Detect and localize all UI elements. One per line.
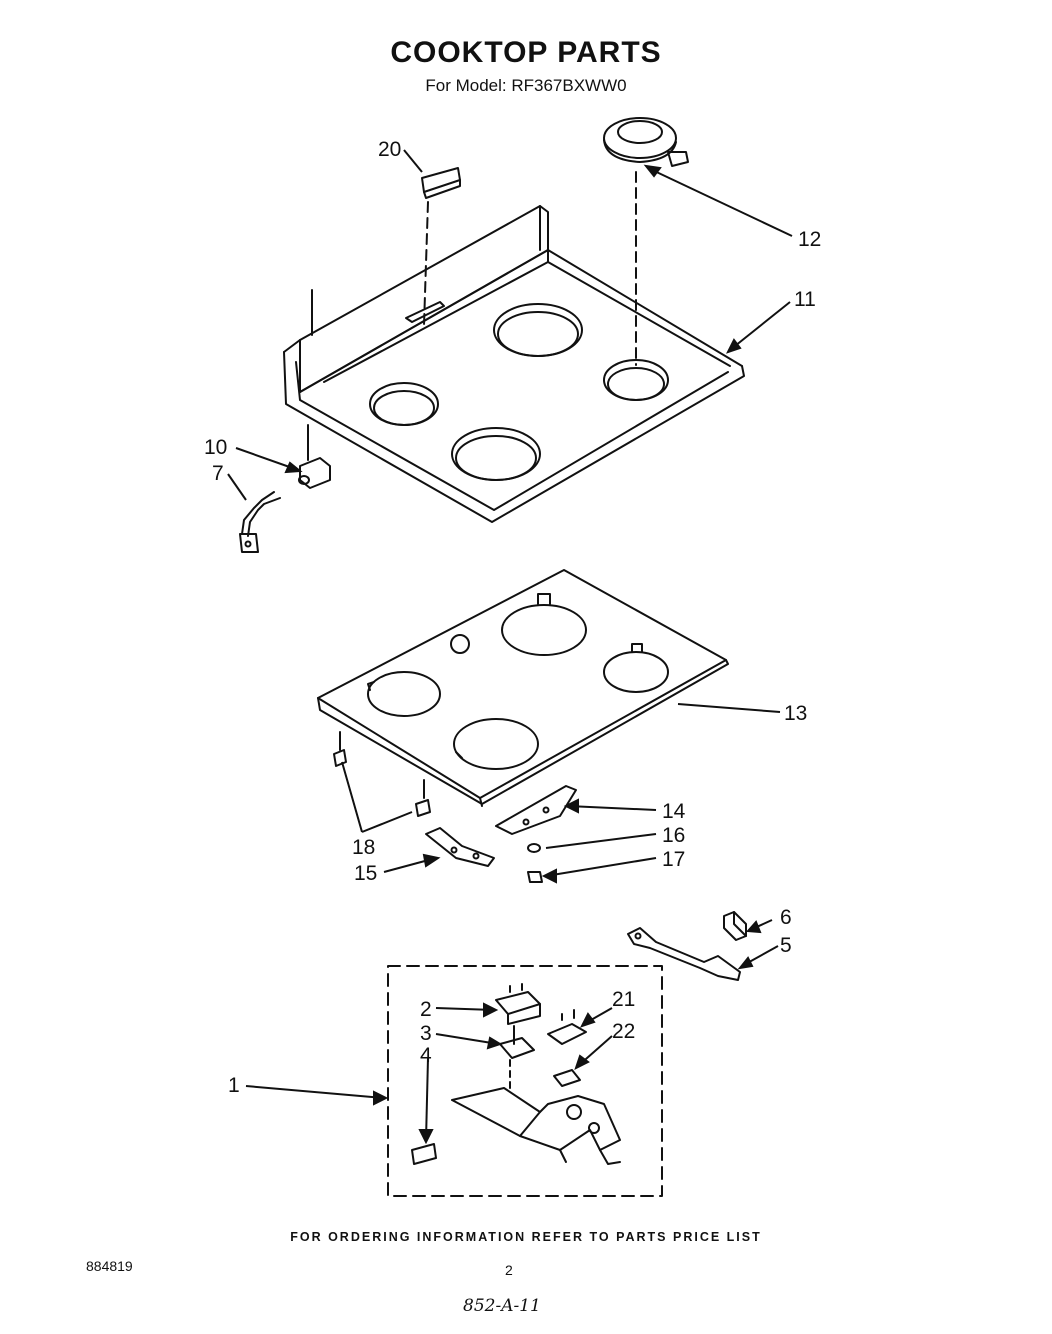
cooktop-frame-part-11 [283, 205, 745, 523]
page-number: 2 [505, 1262, 513, 1278]
callout-5: 5 [780, 934, 792, 957]
plate-part-3 [499, 1037, 535, 1059]
label-part-4 [411, 1143, 437, 1165]
clip-part-20 [421, 167, 461, 326]
bracket-part-14 [495, 785, 577, 835]
callout-6: 6 [780, 906, 792, 929]
bracket-part-15 [425, 827, 495, 867]
ordering-info-footer: FOR ORDERING INFORMATION REFER TO PARTS … [290, 1230, 762, 1244]
switch-body [451, 1059, 621, 1165]
surface-element-part-12 [603, 117, 689, 366]
callout-18: 18 [352, 836, 375, 859]
callout-1: 1 [228, 1074, 240, 1097]
callout-21: 21 [612, 988, 635, 1011]
callout-3: 3 [420, 1022, 432, 1045]
switch-part-2 [495, 983, 541, 1045]
callout-4: 4 [420, 1044, 432, 1067]
callout-7: 7 [212, 462, 224, 485]
clip-part-18 [333, 749, 431, 817]
switch-assembly-box-part-1 [387, 965, 663, 1197]
callout-2: 2 [420, 998, 432, 1021]
callout-14: 14 [662, 800, 686, 823]
ground-strap-part-5 [627, 927, 741, 981]
callout-16: 16 [662, 824, 685, 847]
washer-part-16 [527, 843, 541, 853]
terminal-part-21 [547, 1009, 587, 1045]
document-number: 884819 [86, 1258, 133, 1274]
terminal-block-part-10 [298, 457, 331, 489]
nut-part-17 [527, 871, 543, 883]
callout-10: 10 [204, 436, 227, 459]
callout-15: 15 [354, 862, 377, 885]
block-part-6 [723, 911, 747, 941]
callout-22: 22 [612, 1020, 635, 1043]
callout-17: 17 [662, 848, 685, 871]
callout-12: 12 [798, 228, 821, 251]
callout-13: 13 [784, 702, 807, 725]
callout-11: 11 [794, 288, 816, 311]
cooktop-plate-part-13 [317, 569, 729, 807]
handwritten-note: 852-A-11 [463, 1296, 541, 1316]
callout-20: 20 [378, 138, 401, 161]
plate-part-22 [553, 1069, 581, 1087]
wire-lead-part-7 [239, 491, 281, 553]
page-title: COOKTOP PARTS [390, 36, 662, 69]
model-subtitle: For Model: RF367BXWW0 [425, 76, 627, 95]
